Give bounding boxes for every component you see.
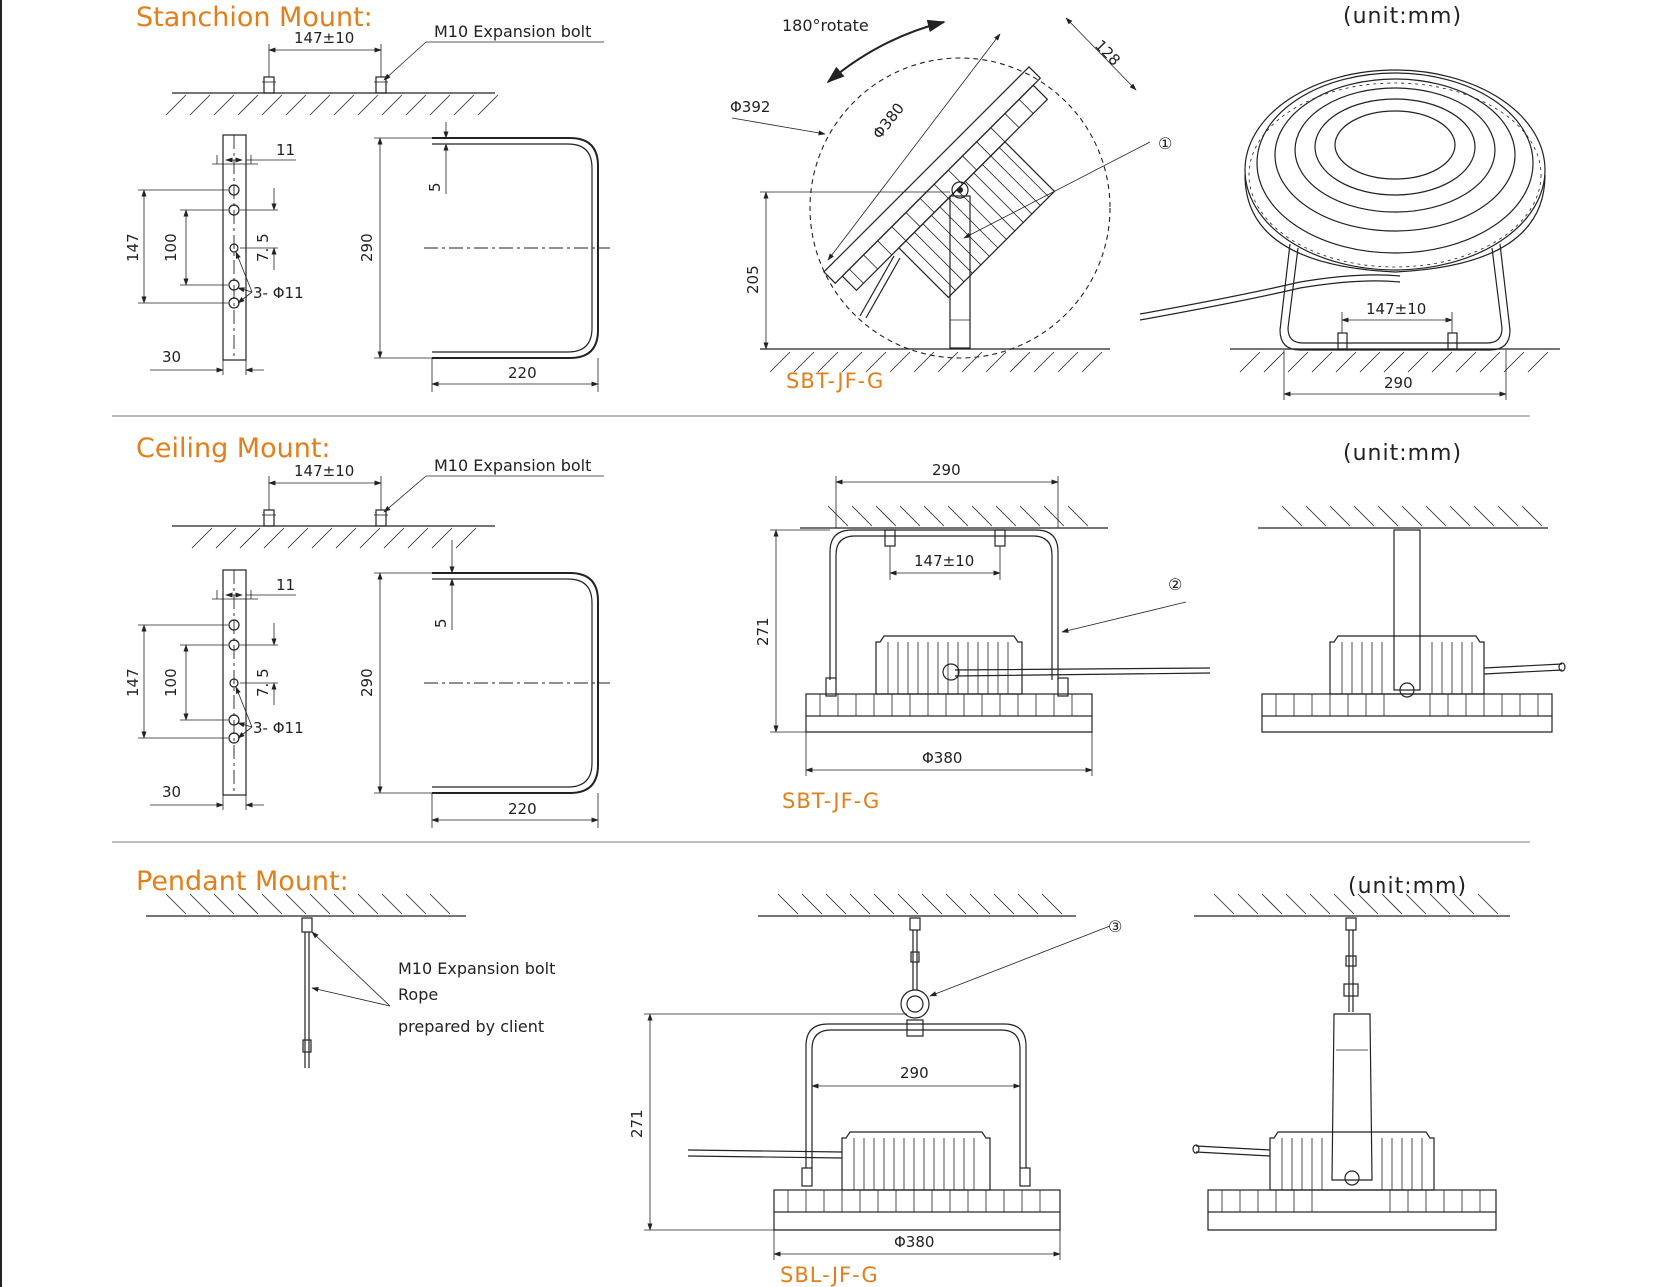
bolt-icon — [263, 509, 275, 527]
stanchion-luminaire-perspective: 147±10 290 — [1139, 69, 1560, 400]
dim-220: 220 — [508, 800, 537, 818]
pendant-luminaire-side: 290 271 Φ380 ③ SBL-JF-G — [628, 893, 1122, 1287]
model-label: SBT-JF-G — [786, 369, 884, 393]
dim-100: 100 — [162, 668, 180, 697]
dim-128: 128 — [1091, 36, 1124, 69]
dim-30: 30 — [162, 783, 181, 801]
dim-220: 220 — [508, 364, 537, 382]
dim-11: 11 — [276, 141, 295, 159]
holes-dim: 3- Φ11 — [253, 284, 304, 302]
dim-290-top: 290 — [932, 461, 961, 479]
dim-290: 290 — [358, 233, 376, 262]
u-bracket-view: 290 5 220 — [358, 540, 610, 828]
phi380-dim: Φ380 — [894, 1233, 934, 1251]
bolt-icon — [263, 76, 275, 94]
unit-label: (unit:mm) — [1343, 441, 1462, 466]
dim-271: 271 — [628, 1109, 646, 1138]
dim-290: 290 — [900, 1064, 929, 1082]
bolt-spacing-front-dim: 147±10 — [1366, 300, 1426, 318]
bolt-spacing-dim: 147±10 — [294, 462, 354, 480]
bolt-icon — [884, 529, 896, 547]
section-title: Stanchion Mount: — [136, 2, 373, 33]
bracket-plate-view: 11 147 100 7. 5 3- Φ11 30 — [124, 569, 304, 810]
bracket-plate-view: 11 147 100 7. 5 3- Φ11 30 — [124, 134, 304, 375]
callout-1: ① — [1158, 134, 1172, 153]
bolt-icon — [1447, 332, 1458, 350]
stanchion-section: Stanchion Mount: (unit:mm) 147±10 M10 Ex… — [124, 2, 1560, 400]
bolt-spacing-side-dim: 147±10 — [914, 552, 974, 570]
callout-3: ③ — [1108, 917, 1122, 936]
client-label: prepared by client — [398, 1017, 544, 1036]
dim-147: 147 — [124, 233, 142, 262]
dim-290: 290 — [358, 668, 376, 697]
bolt-icon — [1337, 332, 1348, 350]
bolt-icon — [301, 917, 313, 933]
ceiling-section: Ceiling Mount: (unit:mm) 147±10 M10 Expa… — [124, 433, 1566, 828]
rope-mount-detail: M10 Expansion bolt Rope prepared by clie… — [146, 893, 555, 1068]
pendant-section: Pendant Mount: (unit:mm) M10 Expansion b… — [136, 866, 1510, 1287]
phi392-dim: Φ392 — [730, 98, 770, 116]
model-label: SBL-JF-G — [780, 1263, 879, 1287]
phi380-dim: Φ380 — [869, 100, 908, 143]
bolt-label: M10 Expansion bolt — [434, 22, 591, 41]
holes-dim: 3- Φ11 — [253, 719, 304, 737]
bolt-spacing-dim: 147±10 — [294, 29, 354, 47]
bolt-label: M10 Expansion bolt — [398, 959, 555, 978]
stanchion-luminaire-side: 180°rotate 205 Φ392 — [730, 16, 1172, 393]
dim-7-5: 7. 5 — [254, 233, 272, 262]
unit-label: (unit:mm) — [1343, 4, 1462, 29]
bolt-icon — [994, 529, 1006, 547]
rotate-label: 180°rotate — [782, 16, 869, 35]
rope-label: Rope — [398, 985, 438, 1004]
ceiling-luminaire-front — [1258, 505, 1566, 733]
phi380-dim: Φ380 — [922, 749, 962, 767]
u-bracket-view: 290 5 220 — [358, 122, 610, 392]
dim-100: 100 — [162, 233, 180, 262]
callout-2: ② — [1168, 575, 1182, 594]
ceiling-luminaire-side: 147±10 290 271 Φ380 ② SBT-JF-G — [754, 461, 1211, 813]
dim-5: 5 — [432, 618, 450, 628]
bolt-mount-detail: 147±10 M10 Expansion bolt — [165, 22, 604, 116]
section-title: Ceiling Mount: — [136, 433, 331, 464]
dim-205: 205 — [744, 265, 762, 294]
dim-271: 271 — [754, 617, 772, 646]
section-title: Pendant Mount: — [136, 866, 349, 897]
bolt-mount-detail: 147±10 M10 Expansion bolt — [172, 456, 604, 549]
dim-5: 5 — [426, 182, 444, 192]
dim-147: 147 — [124, 668, 142, 697]
bolt-icon — [375, 509, 387, 527]
dim-11: 11 — [276, 576, 295, 594]
dim-30: 30 — [162, 348, 181, 366]
bolt-label: M10 Expansion bolt — [434, 456, 591, 475]
pendant-luminaire-front — [1192, 893, 1510, 1231]
dim-7-5: 7. 5 — [254, 668, 272, 697]
dim-290-front: 290 — [1384, 374, 1413, 392]
model-label: SBT-JF-G — [782, 789, 880, 813]
